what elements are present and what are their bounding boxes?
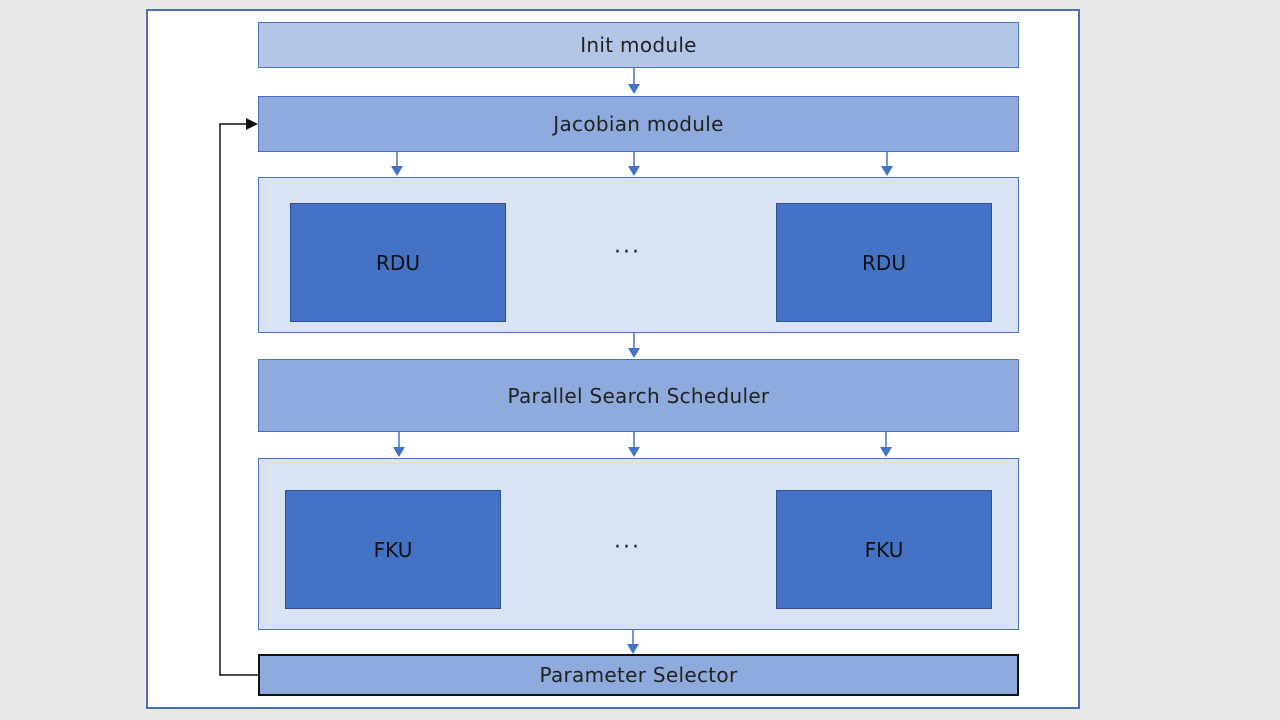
jacobian-module-label: Jacobian module (553, 112, 724, 136)
fku-label: FKU (373, 537, 413, 562)
init-module-box: Init module (258, 22, 1019, 68)
fku-ellipsis: ··· (614, 535, 641, 560)
fku-label: FKU (864, 537, 904, 562)
rdu-group: RDU ··· RDU (258, 177, 1019, 333)
rdu-label: RDU (862, 250, 906, 275)
rdu-ellipsis: ··· (614, 240, 641, 265)
rdu-label: RDU (376, 250, 420, 275)
init-module-label: Init module (580, 33, 697, 57)
parallel-search-scheduler-box: Parallel Search Scheduler (258, 359, 1019, 432)
rdu-unit-last: RDU (776, 203, 992, 322)
scheduler-label: Parallel Search Scheduler (507, 383, 770, 408)
jacobian-module-box: Jacobian module (258, 96, 1019, 152)
fku-group: FKU ··· FKU (258, 458, 1019, 630)
parameter-selector-box: Parameter Selector (258, 654, 1019, 696)
selector-label: Parameter Selector (539, 663, 738, 687)
fku-unit-first: FKU (285, 490, 501, 609)
rdu-unit-first: RDU (290, 203, 506, 322)
fku-unit-last: FKU (776, 490, 992, 609)
